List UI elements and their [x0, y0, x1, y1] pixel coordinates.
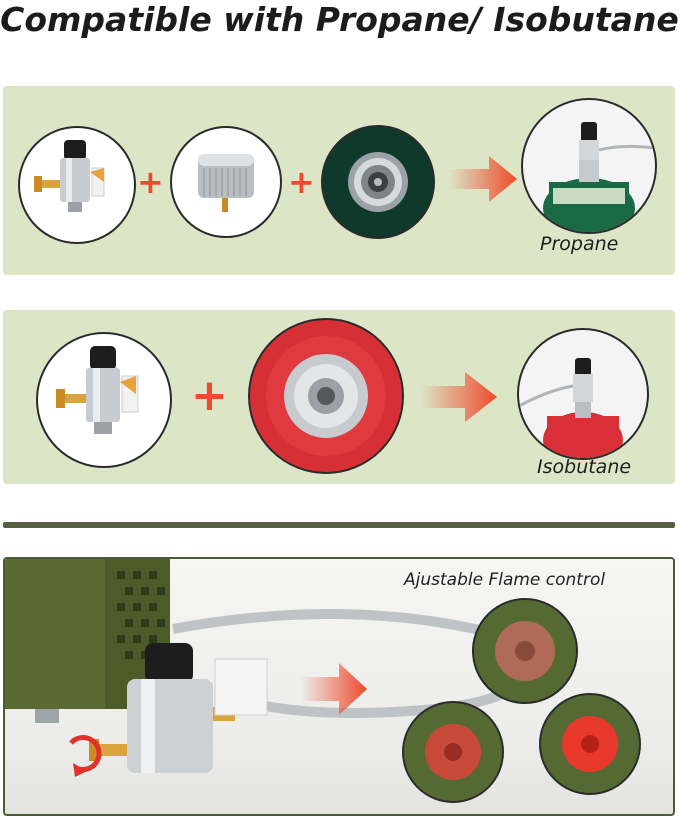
isobutane-label: Isobutane: [537, 456, 632, 478]
plus-icon: +: [288, 163, 315, 201]
propane-label: Propane: [540, 233, 619, 255]
arrow-right-icon: [421, 372, 497, 422]
propane-valve-image: [321, 125, 435, 239]
propane-panel: + +: [3, 86, 675, 275]
plus-icon: +: [137, 163, 164, 201]
flame-control-caption: Ajustable Flame control: [404, 570, 606, 590]
isobutane-result-image: [517, 328, 649, 460]
isobutane-valve-image: [248, 318, 404, 474]
propane-result-image: [521, 98, 657, 234]
adapter-image: [18, 126, 136, 244]
section-divider: [3, 522, 675, 528]
adapter-image: [36, 332, 172, 468]
rotate-arrows-icon: [69, 735, 102, 777]
isobutane-panel: + Isobutane: [3, 310, 675, 484]
page-title: Compatible with Propane/ Isobutane: [0, 0, 679, 39]
arrow-right-icon: [449, 156, 517, 202]
adapter-nut-image: [170, 126, 282, 238]
flame-control-photo: [3, 557, 675, 816]
plus-icon: +: [191, 370, 228, 421]
